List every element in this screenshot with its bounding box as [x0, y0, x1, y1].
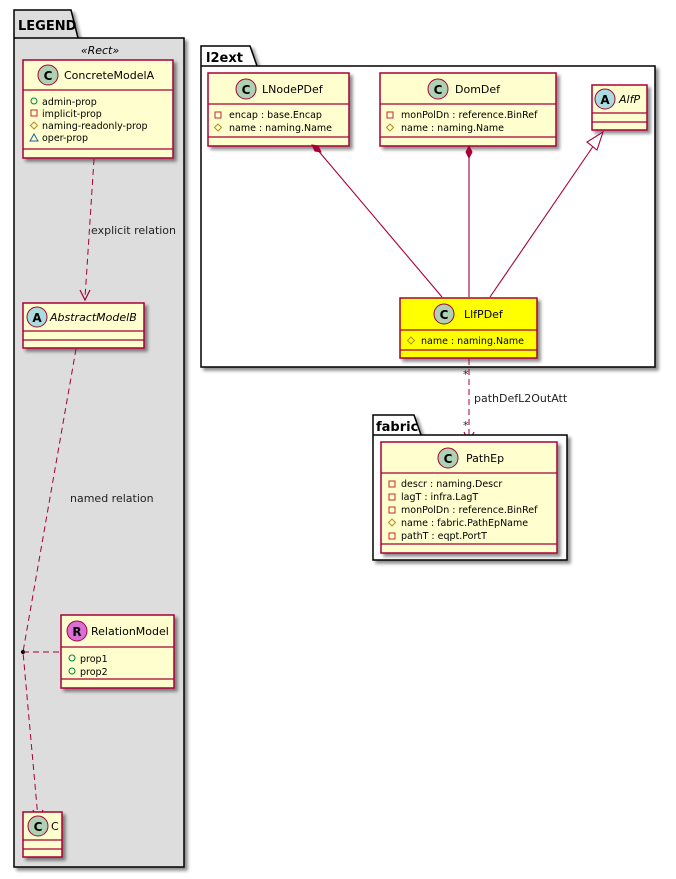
- attr: lagT : infra.LagT: [401, 492, 478, 503]
- visibility-protected-icon: [213, 123, 223, 132]
- class-relation-model[interactable]: R RelationModel prop1 prop2: [60, 614, 175, 689]
- source-multiplicity: *: [463, 368, 469, 381]
- visibility-private-icon: [388, 480, 396, 488]
- class-c-icon: [433, 303, 455, 325]
- class-lnodepdef[interactable]: C LNodePDef encap : base.Encap name : na…: [207, 72, 350, 147]
- class-alfp[interactable]: A AlfP: [591, 84, 648, 131]
- attr: name : naming.Name: [229, 123, 332, 134]
- svg-text:A: A: [600, 93, 610, 107]
- visibility-protected-icon: [387, 518, 397, 527]
- class-name: PathEp: [466, 452, 504, 465]
- attr: pathT : eqpt.PortT: [401, 531, 487, 542]
- class-name: AbstractModelB: [49, 311, 137, 324]
- class-name: C: [51, 820, 59, 833]
- attr: prop2: [80, 667, 108, 678]
- visibility-public-icon: [30, 97, 38, 105]
- class-name: RelationModel: [91, 625, 169, 638]
- class-abstract-model-b[interactable]: A AbstractModelB: [22, 302, 145, 349]
- visibility-protected-icon: [406, 336, 416, 345]
- l2ext-title: l2ext: [206, 51, 243, 66]
- attr: descr : naming.Descr: [401, 479, 502, 490]
- visibility-private-icon: [388, 493, 396, 501]
- svg-text:C: C: [440, 308, 449, 322]
- class-llfpdef[interactable]: C LlfPDef name : naming.Name: [399, 297, 538, 359]
- class-name: LNodePDef: [262, 83, 324, 96]
- attr: name : naming.Name: [421, 336, 524, 347]
- attr: monPolDn : reference.BinRef: [401, 505, 538, 516]
- association-pathdef-edge: * pathDefL2OutAtt *: [463, 359, 568, 444]
- svg-text:A: A: [32, 311, 42, 325]
- visibility-package-icon: [29, 132, 39, 142]
- svg-text:C: C: [34, 820, 43, 834]
- attr: oper-prop: [42, 133, 88, 144]
- legend-stereotype: «Rect»: [81, 44, 120, 57]
- association-label: pathDefL2OutAtt: [474, 392, 568, 405]
- abstract-a-icon: [26, 306, 48, 328]
- class-c-icon: [437, 447, 459, 469]
- svg-text:C: C: [434, 83, 443, 97]
- svg-text:C: C: [242, 83, 251, 97]
- composition-lnodepdef-edge: [311, 144, 443, 298]
- attr: encap : base.Encap: [229, 110, 322, 121]
- class-c-icon: [427, 78, 449, 100]
- explicit-relation-edge: explicit relation: [79, 158, 176, 302]
- visibility-private-icon: [386, 111, 394, 119]
- legend-title: LEGEND: [18, 19, 77, 34]
- visibility-private-icon: [388, 532, 396, 540]
- class-pathep[interactable]: C PathEp descr : naming.Descr lagT : inf…: [380, 441, 558, 554]
- attr: name : naming.Name: [401, 123, 504, 134]
- attr: monPolDn : reference.BinRef: [401, 110, 538, 121]
- class-c-icon: [235, 78, 257, 100]
- attr: naming-readonly-prop: [42, 121, 148, 132]
- visibility-public-icon: [68, 654, 76, 662]
- class-c[interactable]: C C: [22, 811, 63, 858]
- fabric-title: fabric: [376, 420, 418, 435]
- class-name: DomDef: [455, 83, 501, 96]
- svg-text:R: R: [72, 625, 81, 639]
- visibility-private-icon: [30, 109, 38, 117]
- attr: implicit-prop: [42, 109, 102, 120]
- class-name: ConcreteModelA: [64, 69, 155, 82]
- class-name: LlfPDef: [464, 308, 504, 321]
- composition-domdef-edge: [465, 144, 473, 297]
- abstract-a-icon: [594, 88, 616, 110]
- class-c-icon: [37, 64, 59, 86]
- attr: admin-prop: [42, 97, 97, 108]
- relation-r-icon: [66, 620, 88, 642]
- svg-text:C: C: [44, 69, 53, 83]
- explicit-relation-label: explicit relation: [91, 224, 176, 237]
- class-c-icon: [27, 815, 49, 837]
- class-name: AlfP: [618, 93, 640, 106]
- attr: prop1: [80, 654, 108, 665]
- svg-text:C: C: [444, 452, 453, 466]
- attr: name : fabric.PathEpName: [401, 518, 528, 529]
- class-concrete-model-a[interactable]: C ConcreteModelA admin-prop implicit-pro…: [22, 59, 174, 159]
- visibility-private-icon: [388, 506, 396, 514]
- named-relation-label: named relation: [70, 492, 154, 505]
- visibility-public-icon: [68, 667, 76, 675]
- target-multiplicity: *: [463, 419, 469, 432]
- visibility-private-icon: [214, 111, 222, 119]
- visibility-protected-icon: [385, 123, 395, 132]
- class-domdef[interactable]: C DomDef monPolDn : reference.BinRef nam…: [379, 72, 557, 147]
- generalization-alfp-edge: [489, 130, 605, 298]
- visibility-protected-icon: [29, 121, 39, 130]
